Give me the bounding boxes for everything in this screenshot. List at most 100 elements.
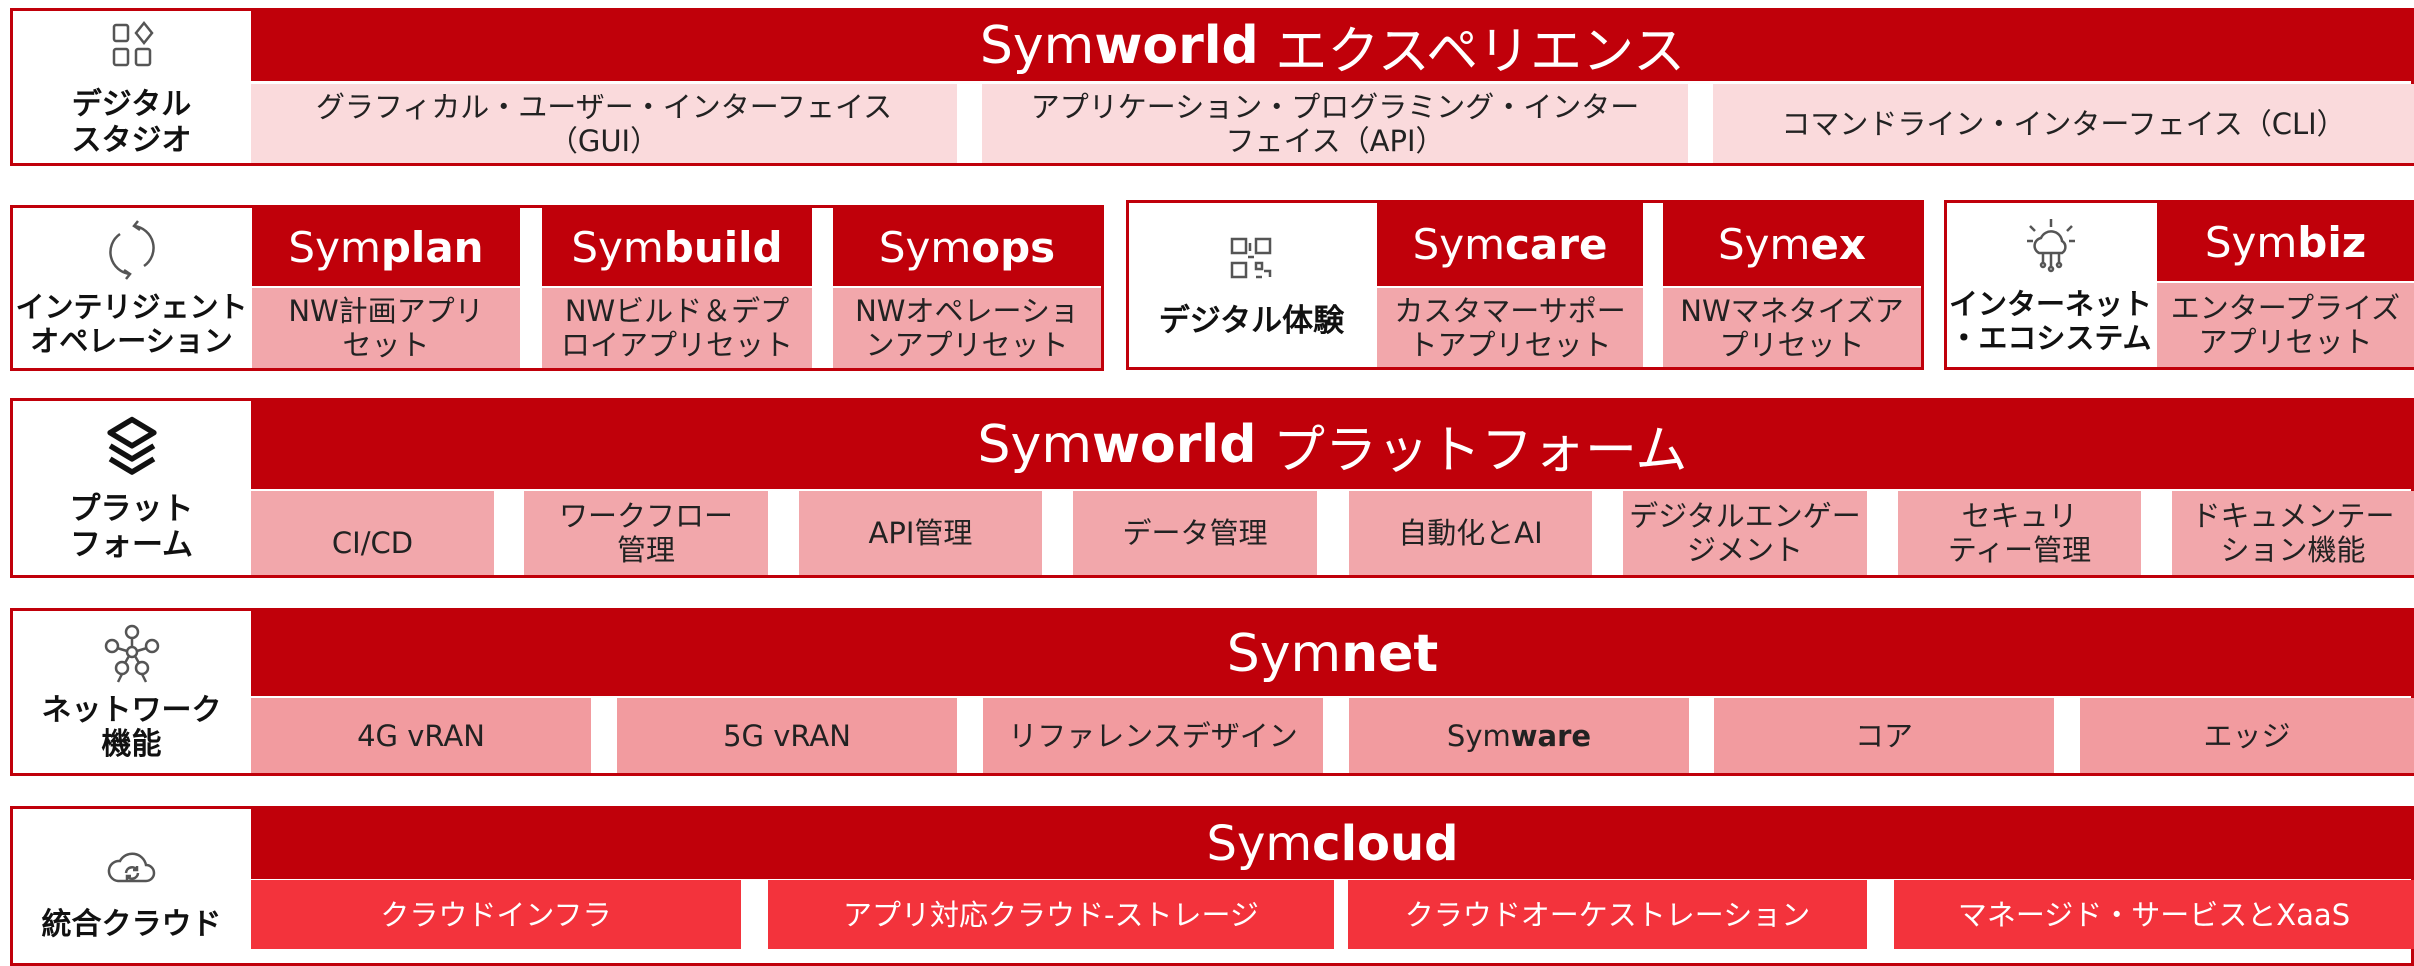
label-line: デジタル体験 <box>1158 303 1345 339</box>
network-cell: コア <box>1714 698 2054 773</box>
label-line: プラット <box>69 491 194 527</box>
banner-prefix: Sym <box>979 16 1095 76</box>
cell-line: セット <box>342 328 430 362</box>
cell-text: マネージド・サービスとXaaS <box>1957 897 2351 932</box>
cell-line: セキュリ <box>1961 499 2078 533</box>
cell-text: コア <box>1854 718 1913 753</box>
platform-cell: デジタルエンゲー ジメント <box>1623 491 1867 575</box>
cell-line: ワークフロー <box>558 499 733 533</box>
symex-cell: NWマネタイズア プリセット <box>1663 288 1921 367</box>
cell-line: プリセット <box>1719 327 1865 362</box>
qr-code-icon <box>1220 231 1284 295</box>
cell-line: NWビルド＆デプ <box>564 294 790 328</box>
platform-cell: CI/CD <box>251 491 494 575</box>
banner-prefix: Sym <box>1226 623 1342 684</box>
shapes-icon <box>100 15 164 79</box>
module-brand: ops <box>971 222 1056 272</box>
label-line: フォーム <box>69 527 194 563</box>
cycle-arrows-icon <box>100 218 164 282</box>
module-prefix: Sym <box>288 222 381 272</box>
digital-studio-label: デジタル スタジオ <box>13 11 250 163</box>
label-line: オペレーション <box>30 324 233 358</box>
network-cell: リファレンスデザイン <box>983 698 1323 773</box>
cell-line: フェイス（API） <box>1225 123 1445 158</box>
cell-line: NWマネタイズア <box>1680 293 1904 328</box>
cell-line: ジメント <box>1686 533 1803 567</box>
module-brand: plan <box>380 222 484 272</box>
cell-line: API管理 <box>868 516 973 550</box>
symbiz-cell: エンタープライズ アプリセット <box>2157 283 2414 367</box>
cell-line: アプリセット <box>2198 325 2373 359</box>
cell-line: ドキュメンテー <box>2191 499 2395 533</box>
cell-text: 5G vRAN <box>723 718 851 753</box>
platform-cell: データ管理 <box>1073 491 1317 575</box>
cell-text: クラウドインフラ <box>380 897 612 932</box>
label-line: ・エコシステム <box>1949 321 2152 355</box>
cloud-cell: マネージド・サービスとXaaS <box>1894 880 2414 949</box>
module-prefix: Sym <box>1412 220 1505 269</box>
cell-line: ンアプリセット <box>865 328 1069 362</box>
platform-cell: API管理 <box>799 491 1042 575</box>
cell-line: コマンドライン・インターフェイス（CLI） <box>1781 106 2346 141</box>
cell-line: データ管理 <box>1122 516 1268 550</box>
module-brand: biz <box>2297 217 2367 267</box>
network-nodes-icon <box>100 622 164 686</box>
network-cell: 4G vRAN <box>251 698 591 773</box>
internet-ecosystem-label: インターネット ・エコシステム <box>1947 203 2154 367</box>
layers-icon <box>97 413 167 483</box>
cell-prefix: Sym <box>1446 718 1511 753</box>
cell-text: アプリ対応クラウド-ストレージ <box>843 897 1259 932</box>
cell-line: NWオペレーショ <box>855 294 1079 328</box>
banner-brand: net <box>1341 623 1439 684</box>
platform-cell: ワークフロー 管理 <box>524 491 768 575</box>
cell-line: エンタープライズ <box>2170 291 2401 325</box>
platform-cell: ドキュメンテー ション機能 <box>2172 491 2414 575</box>
cloud-label: 統合クラウド <box>13 809 250 949</box>
network-label: ネットワーク 機能 <box>13 611 250 773</box>
cloud-network-icon <box>2019 215 2083 279</box>
banner-suffix: エクスペリエンス <box>1258 21 1686 82</box>
symbuild-cell: NWビルド＆デプ ロイアプリセット <box>542 288 812 368</box>
module-prefix: Sym <box>2204 217 2298 267</box>
cell-line: 自動化とAI <box>1398 516 1543 550</box>
cell-line: グラフィカル・ユーザー・インターフェイス <box>315 89 893 124</box>
cell-text: 4G vRAN <box>357 718 485 753</box>
interface-cell: コマンドライン・インターフェイス（CLI） <box>1713 84 2414 163</box>
cell-line: カスタマーサポー <box>1394 293 1626 328</box>
network-cell: 5G vRAN <box>617 698 957 773</box>
cell-line: （GUI） <box>548 123 660 158</box>
intelligent-ops-label: インテリジェント オペレーション <box>13 208 250 368</box>
cloud-sync-icon <box>100 835 164 899</box>
interface-cell: アプリケーション・プログラミング・インター フェイス（API） <box>982 84 1688 163</box>
module-prefix: Sym <box>571 222 664 272</box>
banner-prefix: Sym <box>1206 816 1313 872</box>
cell-line: トアプリセット <box>1408 327 1612 362</box>
banner-suffix: プラットフォーム <box>1256 420 1688 481</box>
cell-line: 管理 <box>616 533 675 567</box>
module-brand: ex <box>1810 220 1866 269</box>
cell-line: NW計画アプリ <box>288 294 484 328</box>
label-line: デジタル <box>71 87 192 122</box>
label-line: インターネット <box>1948 287 2152 321</box>
label-line: 統合クラウド <box>41 907 222 942</box>
cloud-cell: クラウドオーケストレーション <box>1348 880 1867 949</box>
interface-cell: グラフィカル・ユーザー・インターフェイス （GUI） <box>251 84 957 163</box>
cloud-cell: アプリ対応クラウド-ストレージ <box>768 880 1334 949</box>
label-line: 機能 <box>101 727 162 762</box>
module-brand: build <box>663 222 783 272</box>
cell-line: ロイアプリセット <box>560 328 793 362</box>
network-cell: エッジ <box>2080 698 2414 773</box>
label-line: インテリジェント <box>15 290 248 324</box>
module-brand: care <box>1505 220 1608 269</box>
digital-experience-label: デジタル体験 <box>1129 203 1374 367</box>
label-line: スタジオ <box>71 123 192 158</box>
